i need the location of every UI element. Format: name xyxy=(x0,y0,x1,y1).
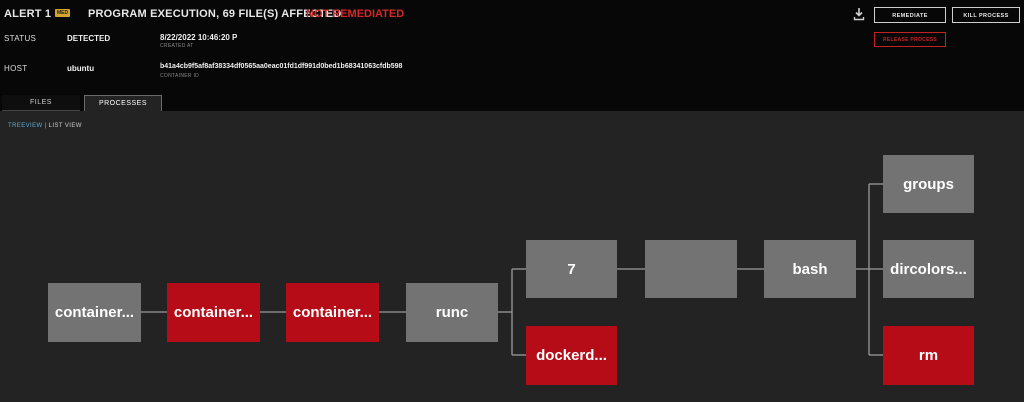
process-tree-panel: TREEVIEW | LIST VIEW container... contai… xyxy=(0,111,1024,402)
kill-process-button[interactable]: KILL PROCESS xyxy=(952,7,1020,23)
process-node[interactable]: container... xyxy=(48,283,141,342)
process-node[interactable]: 7 xyxy=(526,240,617,298)
process-node[interactable]: container... xyxy=(167,283,260,342)
container-id-value: b41a4cb9f5af8af38334df0565aa0eac01fd1df9… xyxy=(160,63,403,70)
process-node[interactable]: dockerd... xyxy=(526,326,617,385)
tab-processes[interactable]: PROCESSES xyxy=(84,95,162,111)
process-node[interactable]: rm xyxy=(883,326,974,385)
alert-title: PROGRAM EXECUTION, 69 FILE(S) AFFECTED xyxy=(88,8,342,20)
remediate-button[interactable]: REMEDIATE xyxy=(874,7,946,23)
tabs-bar: FILES PROCESSES xyxy=(0,95,1024,111)
view-separator: | xyxy=(44,123,47,129)
tree-connectors xyxy=(141,183,883,356)
process-node[interactable]: dircolors... xyxy=(883,240,974,298)
status-value: DETECTED xyxy=(67,34,111,43)
process-node[interactable]: runc xyxy=(406,283,498,342)
process-node[interactable]: bash xyxy=(764,240,856,298)
host-label: HOST xyxy=(4,64,28,73)
download-icon-glyph xyxy=(853,8,865,21)
treeview-toggle[interactable]: TREEVIEW xyxy=(8,123,43,129)
download-icon[interactable] xyxy=(853,7,865,21)
listview-toggle[interactable]: LIST VIEW xyxy=(48,123,82,129)
view-toggle: TREEVIEW | LIST VIEW xyxy=(8,123,82,129)
status-label: STATUS xyxy=(4,34,37,43)
remediation-status: NOT REMEDIATED xyxy=(306,8,405,20)
process-node[interactable]: container... xyxy=(286,283,379,342)
created-at-value: 8/22/2022 10:46:20 P xyxy=(160,33,238,42)
tab-files[interactable]: FILES xyxy=(2,95,80,111)
release-process-button[interactable]: RELEASE PROCESS xyxy=(874,32,946,47)
host-value: ubuntu xyxy=(67,64,95,73)
created-at-label: CREATED AT xyxy=(160,43,194,49)
severity-badge: MED xyxy=(55,9,71,17)
container-id-label: CONTAINER ID xyxy=(160,73,200,79)
process-node[interactable]: groups xyxy=(883,155,974,213)
alert-id: ALERT 1 xyxy=(4,8,52,20)
process-node[interactable] xyxy=(645,240,737,298)
